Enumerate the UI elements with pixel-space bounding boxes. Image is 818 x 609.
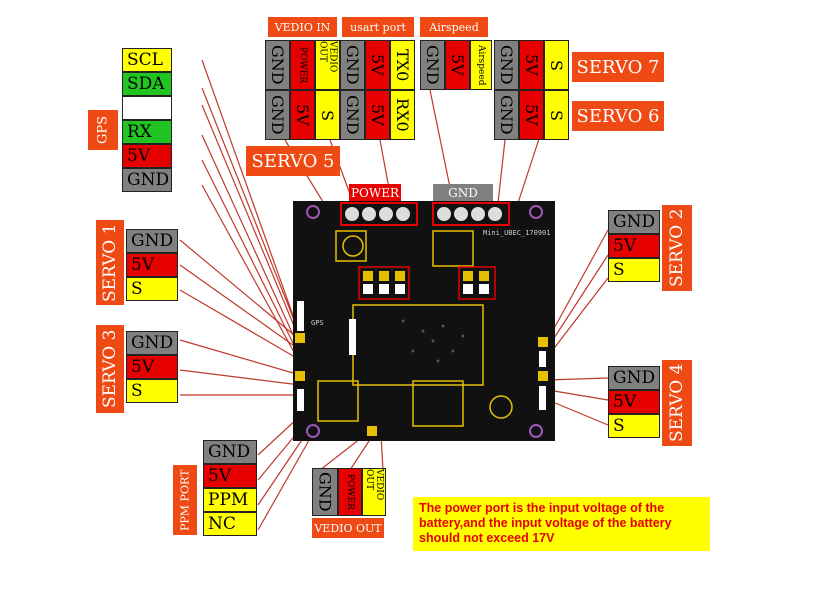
top-vedio-out: VEDIO OUT bbox=[315, 40, 340, 90]
servo4-gnd: GND bbox=[608, 366, 660, 390]
ppm-gnd: GND bbox=[203, 440, 257, 464]
gps-label: GPS bbox=[88, 110, 118, 150]
pcb-board: Mini_UBEC_170901 GPS bbox=[293, 201, 555, 441]
servo2-s: S bbox=[608, 258, 660, 282]
top-gnd-3: GND bbox=[265, 90, 290, 140]
top-gnd-4: GND bbox=[340, 90, 365, 140]
top-5v-1: 5V bbox=[365, 40, 390, 90]
board-silk-gps: GPS bbox=[311, 319, 324, 327]
board-silk-name: Mini_UBEC_170901 bbox=[483, 229, 551, 237]
ppm-label: PPM PORT bbox=[173, 465, 197, 535]
power-warning-note: The power port is the input voltage of t… bbox=[413, 497, 710, 551]
servo4-label: SERVO 4 bbox=[662, 360, 692, 446]
servo6-s: S bbox=[544, 90, 569, 140]
pcb-art bbox=[295, 202, 548, 438]
airspeed-gnd: GND bbox=[420, 40, 445, 90]
servo7-s: S bbox=[544, 40, 569, 90]
top-power: POWER bbox=[290, 40, 315, 90]
servo6-label: SERVO 6 bbox=[572, 101, 664, 131]
top-tx0: TX0 bbox=[390, 40, 415, 90]
servo3-gnd: GND bbox=[126, 331, 178, 355]
airspeed-signal: Airspeed bbox=[470, 40, 492, 90]
servo2-gnd: GND bbox=[608, 210, 660, 234]
gps-gnd: GND bbox=[122, 168, 172, 192]
top-s: S bbox=[315, 90, 340, 140]
gps-5v: 5V bbox=[122, 144, 172, 168]
servo7-gnd: GND bbox=[494, 40, 519, 90]
servo3-s: S bbox=[126, 379, 178, 403]
airspeed-5v: 5V bbox=[445, 40, 470, 90]
servo3-label: SERVO 3 bbox=[96, 325, 124, 413]
vout-label: VEDIO OUT bbox=[312, 518, 384, 538]
tag-usart-port: usart port bbox=[342, 17, 414, 37]
top-5v-2: 5V bbox=[290, 90, 315, 140]
gps-rx: RX bbox=[122, 120, 172, 144]
power-header-label: POWER bbox=[349, 184, 401, 201]
servo1-gnd: GND bbox=[126, 229, 178, 253]
tag-vedio-in: VEDIO IN bbox=[268, 17, 337, 37]
gps-sda: SDA bbox=[122, 72, 172, 96]
gnd-header-label: GND bbox=[433, 184, 493, 201]
vout-power: POWER bbox=[338, 468, 362, 516]
servo6-gnd: GND bbox=[494, 90, 519, 140]
servo7-label: SERVO 7 bbox=[572, 52, 664, 82]
top-rx0: RX0 bbox=[390, 90, 415, 140]
gps-scl: SCL bbox=[122, 48, 172, 72]
gps-blank bbox=[122, 96, 172, 120]
servo3-5v: 5V bbox=[126, 355, 178, 379]
ppm-5v: 5V bbox=[203, 464, 257, 488]
top-gnd-2: GND bbox=[340, 40, 365, 90]
servo4-s: S bbox=[608, 414, 660, 438]
servo1-label: SERVO 1 bbox=[96, 220, 124, 305]
ppm-ppm: PPM bbox=[203, 488, 257, 512]
tag-airspeed: Airspeed bbox=[420, 17, 488, 37]
ppm-nc: NC bbox=[203, 512, 257, 536]
servo1-5v: 5V bbox=[126, 253, 178, 277]
servo2-label: SERVO 2 bbox=[662, 205, 692, 291]
top-gnd-1: GND bbox=[265, 40, 290, 90]
servo4-5v: 5V bbox=[608, 390, 660, 414]
servo6-5v: 5V bbox=[519, 90, 544, 140]
servo2-5v: 5V bbox=[608, 234, 660, 258]
top-5v-3: 5V bbox=[365, 90, 390, 140]
vout-gnd: GND bbox=[312, 468, 338, 516]
vout-vedio-out: VEDIO OUT bbox=[362, 468, 386, 516]
servo1-s: S bbox=[126, 277, 178, 301]
servo5-label: SERVO 5 bbox=[246, 146, 340, 176]
servo7-5v: 5V bbox=[519, 40, 544, 90]
